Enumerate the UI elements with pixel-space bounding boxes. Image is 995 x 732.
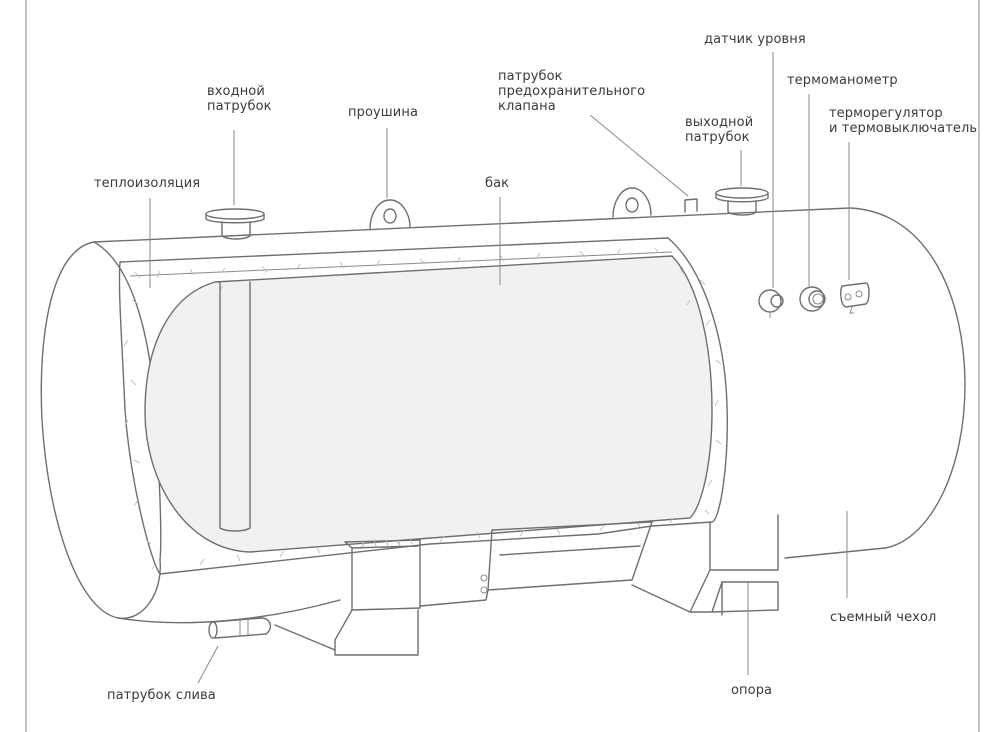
insulation-hatching: [123, 247, 722, 570]
label-inlet: входной патрубок: [207, 84, 272, 114]
thermostat-shape: [840, 282, 870, 314]
cover-left-end-cap: [40, 241, 161, 619]
cover-bottom-edge: [784, 547, 886, 559]
label-thermomanometer: термоманометр: [787, 73, 898, 88]
label-tank: бак: [485, 176, 510, 191]
label-relief-valve: патрубок предохранительного клапана: [498, 69, 646, 114]
label-support: опора: [731, 683, 773, 698]
cover-bottom-left: [117, 599, 341, 624]
lug-left: [369, 199, 411, 230]
label-lug: проушина: [348, 105, 419, 120]
label-drain: патрубок слива: [107, 688, 216, 703]
label-outlet: выходной патрубок: [685, 115, 754, 145]
support-middle: [419, 521, 653, 607]
cover-top-edge: [93, 207, 851, 243]
relief-valve-nozzle: [684, 198, 698, 213]
tank-body: [144, 255, 713, 553]
drain-pipe-shape: [208, 617, 272, 639]
insulation-outer: [118, 237, 728, 575]
thermomanometer-shape: [799, 286, 826, 312]
inlet-nozzle-shape: [205, 208, 265, 240]
support-right: [631, 514, 779, 616]
leader-lines: [149, 52, 850, 684]
label-insulation: теплоизоляция: [94, 176, 201, 191]
level-sensor-shape: [758, 289, 784, 318]
label-cover: съемный чехол: [830, 610, 937, 625]
cover-right-end: [849, 207, 966, 549]
inlet-dip-pipe: [219, 281, 251, 532]
outlet-nozzle-shape: [715, 187, 769, 216]
label-thermostat: терморегулятор и термовыключатель: [829, 106, 978, 136]
lug-right: [612, 187, 652, 218]
label-level-sensor: датчик уровня: [704, 32, 806, 47]
support-left: [274, 537, 421, 656]
